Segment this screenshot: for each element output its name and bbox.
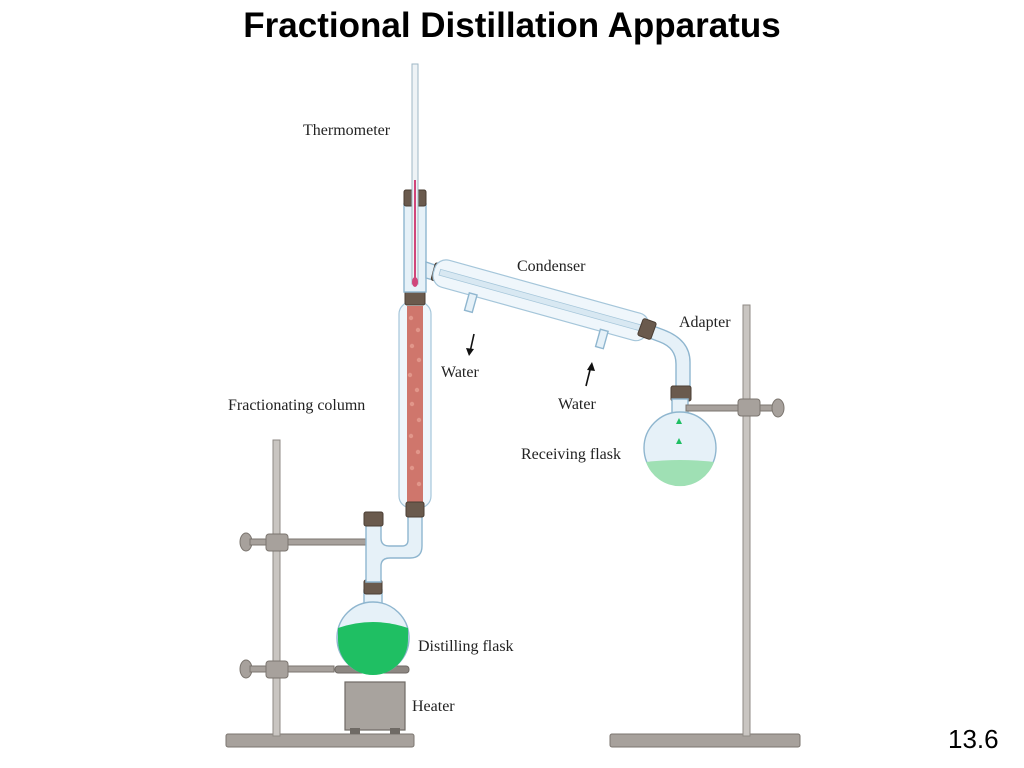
left-stand-rod [272,439,281,737]
label-fractionating-column: Fractionating column [228,397,365,414]
heater [334,665,410,734]
label-thermometer: Thermometer [303,122,391,139]
distilling-flask [336,579,410,675]
right-stand-rod [742,304,751,737]
water-in-arrow [585,362,595,387]
label-distilling-flask: Distilling flask [418,638,514,655]
right-ring-stand [609,304,801,748]
slide-title: Fractional Distillation Apparatus [243,6,781,45]
slide-number: 13.6 [948,724,999,754]
fractionating-column [398,289,432,518]
left-ring-stand [225,439,415,748]
label-water-in: Water [558,396,596,413]
left-stand-base [225,733,415,748]
label-receiving-flask: Receiving flask [521,446,621,463]
thermometer [403,63,427,293]
adapter [637,318,692,402]
receiving-flask [643,398,717,487]
upper-clamp [239,532,367,552]
water-out-arrow [466,333,475,356]
right-clamp [685,398,785,418]
label-water-out: Water [441,364,479,381]
right-stand-base [609,733,801,748]
lower-clamp [239,659,335,679]
label-condenser: Condenser [517,258,586,275]
label-adapter: Adapter [679,314,731,331]
label-heater: Heater [412,698,455,715]
